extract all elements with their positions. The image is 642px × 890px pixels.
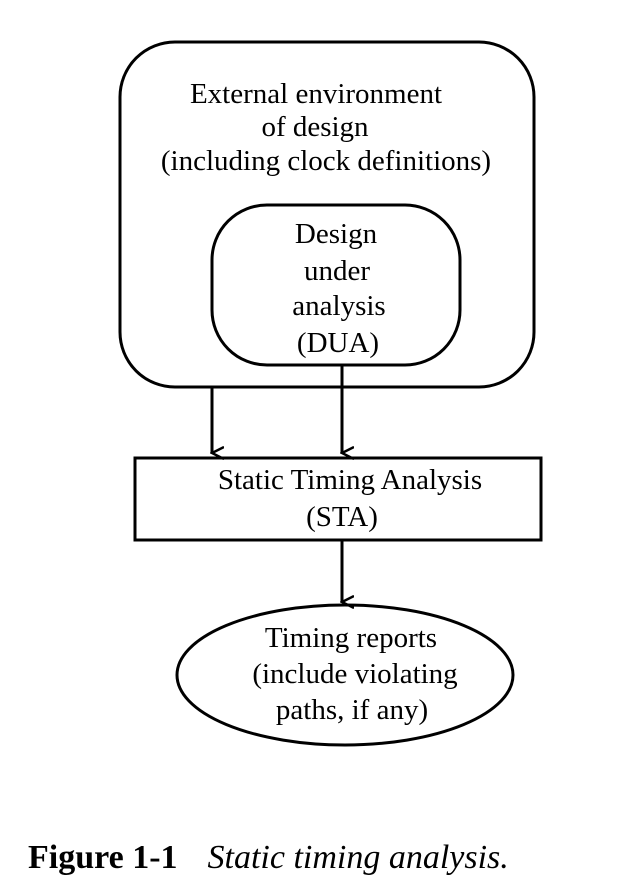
reports-line-3: paths, if any) (276, 694, 428, 726)
environment-line-3: (including clock definitions) (161, 145, 491, 177)
sta-line-2: (STA) (306, 501, 378, 533)
figure-number: Figure 1-1 (28, 839, 178, 876)
sta-flow-diagram: External environment of design (includin… (118, 40, 543, 747)
reports-line-1: Timing reports (265, 622, 437, 654)
figure-caption: Figure 1-1 Static timing analysis. (28, 834, 509, 882)
sta-line-1: Static Timing Analysis (218, 464, 482, 496)
sta-box (133, 456, 543, 542)
reports-line-2: (include violating (252, 658, 457, 690)
timing-reports-ellipse (175, 603, 515, 747)
external-environment-box (118, 40, 536, 389)
environment-line-1: External environment (190, 78, 442, 110)
figure-title: Static timing analysis. (207, 839, 509, 876)
dua-line-1: Design (295, 218, 378, 250)
dua-line-2: under (304, 255, 370, 287)
dua-line-4: (DUA) (297, 327, 379, 359)
dua-box (210, 203, 462, 367)
dua-line-3: analysis (292, 290, 385, 322)
environment-line-2: of design (261, 111, 369, 143)
